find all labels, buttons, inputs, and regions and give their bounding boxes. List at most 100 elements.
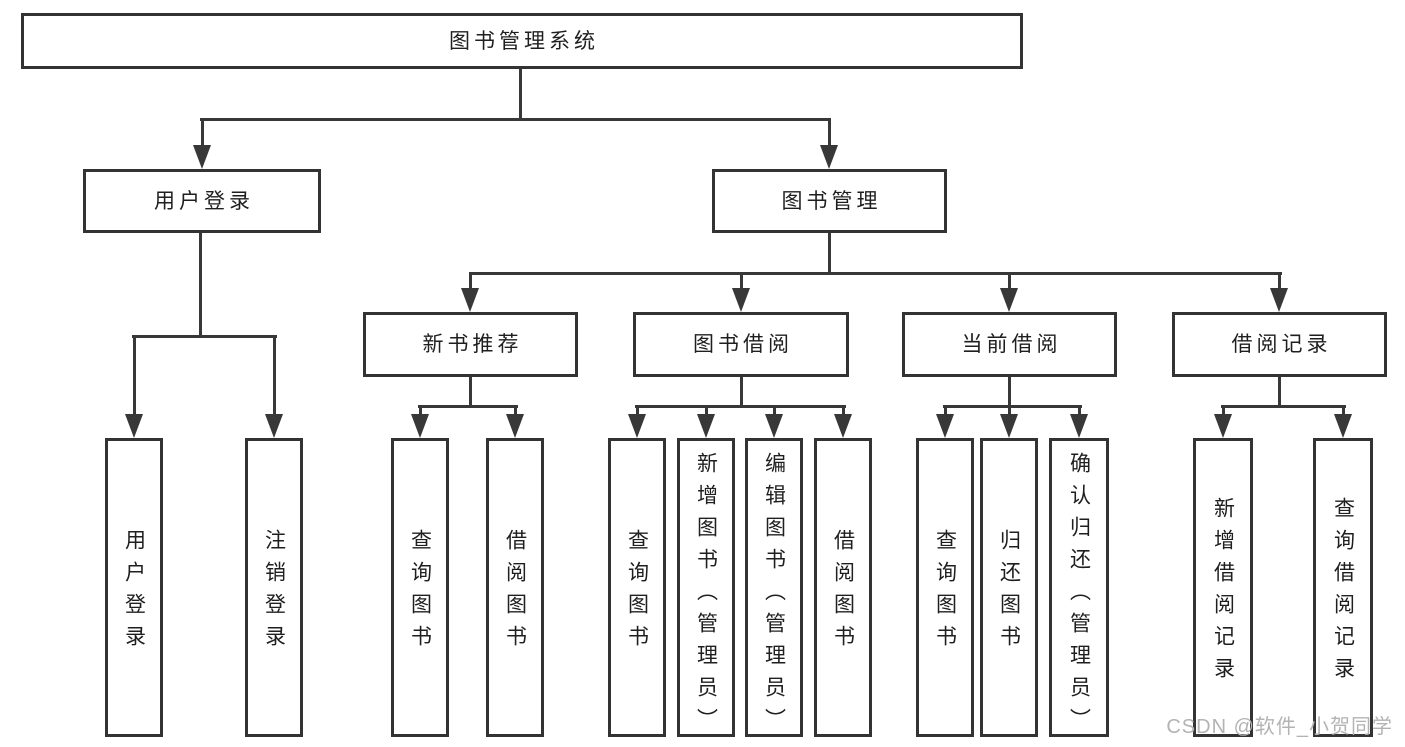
- edge-book-borrow-stem: [740, 377, 743, 408]
- leaf-return-books: 归还图书: [980, 438, 1038, 737]
- leaf-label: 用户登录: [122, 529, 146, 657]
- arrowhead-icon: [936, 414, 954, 438]
- arrowhead-icon: [765, 414, 783, 438]
- arrow-to-borrow-records: [1270, 272, 1288, 312]
- arrow-to-leaf: [506, 405, 524, 438]
- arrow-shaft: [1007, 272, 1011, 288]
- arrow-to-leaf: [936, 405, 954, 438]
- arrow-shaft: [772, 405, 776, 414]
- node-label: 图书管理: [781, 189, 882, 213]
- leaf-borrow-books: 借阅图书: [814, 438, 872, 737]
- node-new-book-recommend: 新书推荐: [363, 312, 578, 377]
- leaf-confirm-return-admin: 确认归还（管理员）: [1049, 438, 1109, 740]
- edge-root-stem: [519, 69, 522, 118]
- arrowhead-icon: [697, 414, 715, 438]
- edge-borrow-records-crossbar: [1221, 405, 1346, 408]
- leaf-label: 借阅图书: [503, 529, 527, 657]
- leaf-label: 查询图书: [933, 529, 957, 657]
- arrow-shaft: [272, 335, 276, 414]
- arrowhead-icon: [506, 414, 524, 438]
- edge-book-management-stem: [828, 233, 831, 275]
- leaf-label: 查询图书: [625, 529, 649, 657]
- arrow-to-leaf-logout: [265, 335, 283, 438]
- leaf-borrow-books-recommend: 借阅图书: [486, 438, 544, 737]
- node-label: 借阅记录: [1231, 333, 1332, 356]
- arrow-shaft: [1277, 272, 1281, 288]
- arrow-to-leaf-user-login: [125, 335, 143, 438]
- node-label: 用户登录: [154, 189, 254, 213]
- arrowhead-icon: [1334, 414, 1352, 438]
- arrow-shaft: [132, 335, 136, 414]
- arrow-to-leaf: [765, 405, 783, 438]
- arrowhead-icon: [1000, 414, 1018, 438]
- arrowhead-icon: [628, 414, 646, 438]
- arrow-shaft: [1221, 405, 1225, 414]
- leaf-query-books-recommend: 查询图书: [391, 438, 449, 737]
- csdn-watermark: CSDN @软件_小贺同学: [1166, 716, 1393, 738]
- edge-user-login-stem: [199, 233, 202, 338]
- arrow-to-leaf: [834, 405, 852, 438]
- edge-level2-crossbar: [200, 118, 830, 121]
- arrow-shaft: [635, 405, 639, 414]
- leaf-logout: 注销登录: [245, 438, 303, 737]
- arrow-shaft: [468, 272, 472, 288]
- leaf-query-books-borrow: 查询图书: [608, 438, 666, 737]
- leaf-user-login: 用户登录: [105, 438, 163, 737]
- arrowhead-icon: [411, 414, 429, 438]
- arrow-to-leaf: [1334, 405, 1352, 438]
- leaf-query-borrow-record: 查询借阅记录: [1313, 438, 1373, 737]
- arrowhead-icon: [820, 145, 838, 169]
- arrowhead-icon: [1214, 414, 1232, 438]
- leaf-label: 确认归还（管理员）: [1067, 452, 1091, 740]
- arrow-shaft: [418, 405, 422, 414]
- edge-current-borrow-stem: [1008, 377, 1011, 408]
- leaf-label: 新增借阅记录: [1211, 497, 1235, 689]
- leaf-label: 编辑图书（管理员）: [762, 452, 786, 740]
- leaf-add-books-admin: 新增图书（管理员）: [677, 438, 735, 740]
- arrowhead-icon: [1070, 414, 1088, 438]
- leaf-label: 查询图书: [408, 529, 432, 657]
- node-library-management-system: 图书管理系统: [21, 13, 1023, 69]
- arrow-to-leaf: [1070, 405, 1088, 438]
- edge-book-borrow-crossbar: [635, 405, 846, 408]
- node-label: 图书借阅: [693, 333, 793, 356]
- arrow-shaft: [1341, 405, 1345, 414]
- arrow-shaft: [513, 405, 517, 414]
- leaf-edit-books-admin: 编辑图书（管理员）: [745, 438, 803, 740]
- leaf-query-books-current: 查询图书: [916, 438, 974, 737]
- leaf-label: 归还图书: [997, 529, 1021, 657]
- arrow-to-new-book-recommend: [461, 272, 479, 312]
- arrow-to-leaf: [1214, 405, 1232, 438]
- leaf-label: 借阅图书: [831, 529, 855, 657]
- node-label: 当前借阅: [961, 333, 1062, 356]
- arrow-shaft: [841, 405, 845, 414]
- edge-level3-crossbar: [469, 272, 1282, 275]
- arrowhead-icon: [461, 288, 479, 312]
- arrow-to-leaf: [411, 405, 429, 438]
- arrow-to-current-borrow: [1000, 272, 1018, 312]
- arrow-to-book-borrow: [732, 272, 750, 312]
- node-user-login: 用户登录: [83, 169, 321, 233]
- arrowhead-icon: [1000, 288, 1018, 312]
- arrow-to-leaf: [1000, 405, 1018, 438]
- arrow-to-leaf: [628, 405, 646, 438]
- leaf-label: 查询借阅记录: [1331, 497, 1355, 689]
- node-current-borrow: 当前借阅: [902, 312, 1117, 377]
- arrow-shaft: [943, 405, 947, 414]
- leaf-add-borrow-record: 新增借阅记录: [1193, 438, 1253, 737]
- arrow-shaft: [1007, 405, 1011, 414]
- edge-borrow-records-stem: [1278, 377, 1281, 408]
- arrowhead-icon: [193, 145, 211, 169]
- leaf-label: 新增图书（管理员）: [694, 452, 718, 740]
- edge-new-book-stem: [469, 377, 472, 408]
- arrow-shaft: [200, 118, 204, 145]
- arrow-shaft: [1077, 405, 1081, 414]
- node-label: 图书管理系统: [449, 29, 599, 53]
- arrow-to-book-management: [820, 118, 838, 169]
- arrowhead-icon: [265, 414, 283, 438]
- arrow-to-leaf: [697, 405, 715, 438]
- arrow-shaft: [827, 118, 831, 145]
- arrow-shaft: [739, 272, 743, 288]
- node-borrow-records: 借阅记录: [1172, 312, 1387, 377]
